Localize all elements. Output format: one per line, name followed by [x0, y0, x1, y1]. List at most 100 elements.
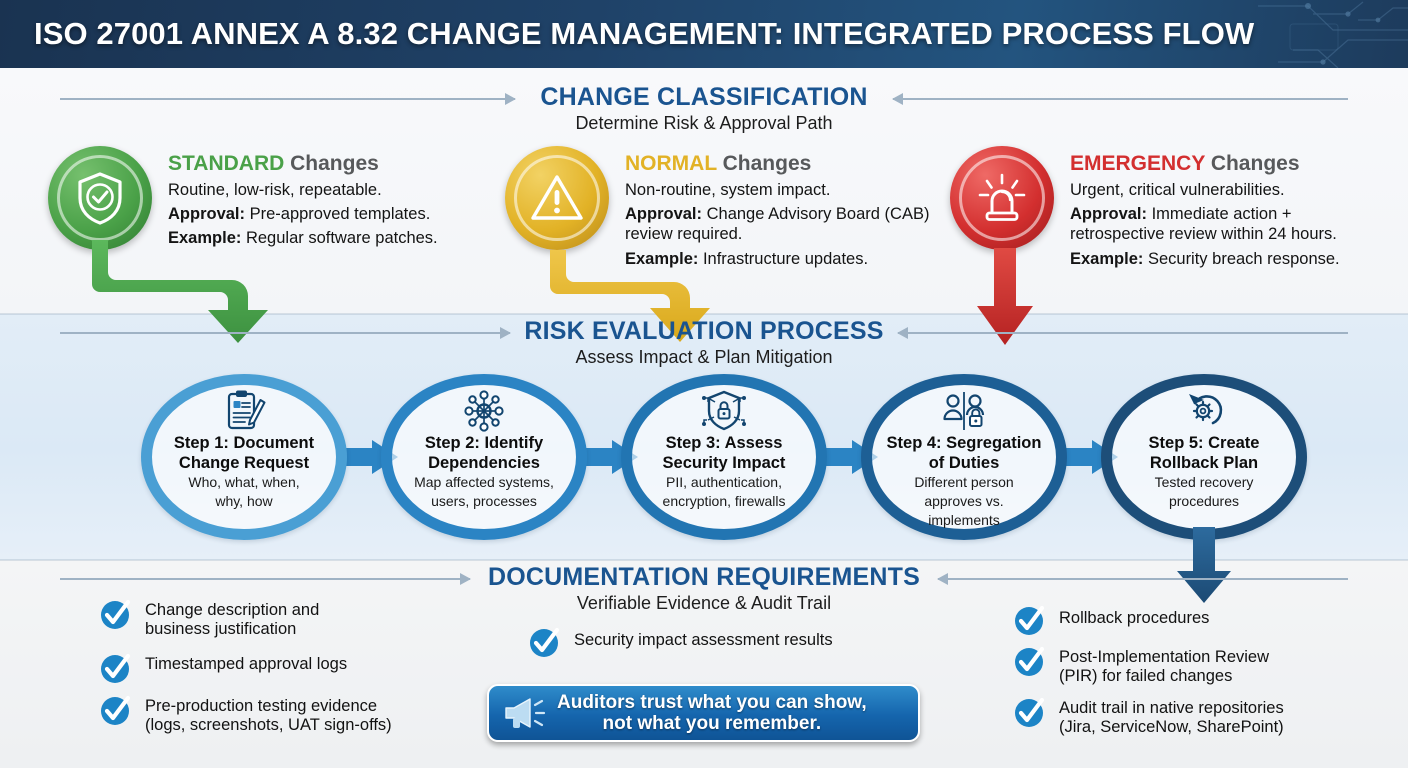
normal-type-suffix: Changes — [716, 152, 812, 175]
doc-left-1-line1: Change description and — [145, 601, 320, 619]
normal-title: NORMAL Changes — [625, 152, 945, 176]
standard-title: STANDARD Changes — [168, 152, 488, 176]
step-connector-bar-2 — [584, 448, 614, 466]
step-2-title-line1: Step 2: Identify — [424, 434, 544, 452]
process-step-4[interactable]: Step 4: Segregation of Duties Different … — [861, 374, 1067, 540]
emergency-title: EMERGENCY Changes — [1070, 152, 1390, 176]
process-step-2[interactable]: Step 2: Identify Dependencies Map affect… — [381, 374, 587, 540]
step-2-desc-line1: Map affected systems, — [414, 474, 554, 491]
step-5-desc-line1: Tested recovery — [1154, 474, 1254, 491]
doc-item-right-2[interactable]: Post-Implementation Review (PIR) for fai… — [1013, 645, 1373, 687]
emergency-type: EMERGENCY — [1070, 152, 1205, 175]
doc-item-right-1[interactable]: Rollback procedures — [1013, 604, 1373, 637]
section-arrow-left — [60, 93, 516, 105]
step-2-desc-line2: users, processes — [431, 493, 537, 510]
doc-item-right-2-text: Post-Implementation Review (PIR) for fai… — [1059, 645, 1269, 687]
normal-example: Example: Infrastructure updates. — [625, 249, 945, 269]
page-title: ISO 27001 ANNEX A 8.32 CHANGE MANAGEMENT… — [34, 16, 1255, 51]
callout-line2: not what you remember. — [602, 713, 822, 734]
step-3-title-line1: Step 3: Assess — [665, 434, 783, 452]
section-arrow-left-risk — [60, 327, 511, 339]
rollback-gear-icon — [1181, 390, 1227, 432]
step-1-desc-line1: Who, what, when, — [188, 474, 300, 491]
step-connector-bar-1 — [344, 448, 374, 466]
step-4-title-line1: Step 4: Segregation — [886, 434, 1042, 452]
section-header-risk: RISK EVALUATION PROCESS Assess Impact & … — [0, 318, 1408, 369]
section-arrow-left-docs — [60, 573, 471, 585]
normal-text-block: NORMAL Changes Non-routine, system impac… — [625, 152, 945, 269]
section-arrow-right — [892, 93, 1348, 105]
standard-badge — [48, 146, 152, 250]
step-3-desc-line1: PII, authentication, — [666, 474, 782, 491]
standard-type-suffix: Changes — [284, 152, 379, 175]
emergency-approval-label: Approval: — [1070, 205, 1148, 224]
check-icon — [1013, 645, 1046, 678]
step-5-title-line1: Step 5: Create — [1148, 434, 1260, 452]
process-step-5[interactable]: Step 5: Create Rollback Plan Tested reco… — [1101, 374, 1307, 540]
shield-lock-circuit-icon — [699, 390, 749, 432]
step-4-desc-line2: approves vs. — [924, 493, 1004, 510]
normal-example-label: Example: — [625, 249, 699, 268]
section-title: CHANGE CLASSIFICATION — [540, 83, 868, 111]
flow-arrow-emergency — [977, 248, 1033, 345]
doc-left-1-line2: business justification — [145, 620, 297, 639]
normal-type: NORMAL — [625, 152, 717, 175]
doc-item-left-2[interactable]: Timestamped approval logs — [99, 652, 489, 685]
step-connector-bar-3 — [824, 448, 854, 466]
step-4-desc-line3: implements — [928, 512, 1000, 529]
emergency-description: Urgent, critical vulnerabilities. — [1070, 181, 1285, 200]
step-1-title-line2: Change Request — [178, 454, 310, 473]
header-circuit-decoration — [1258, 1, 1408, 68]
emergency-example-value: Security breach response. — [1143, 249, 1340, 268]
check-icon — [1013, 604, 1046, 637]
emergency-example-label: Example: — [1070, 249, 1144, 268]
band-classification — [0, 68, 1408, 314]
doc-right-3-line2: (Jira, ServiceNow, SharePoint) — [1059, 718, 1284, 737]
emergency-badge — [950, 146, 1054, 250]
standard-text-block: STANDARD Changes Routine, low-risk, repe… — [168, 152, 488, 249]
standard-example-label: Example: — [168, 229, 242, 248]
doc-right-2-line1: Post-Implementation Review — [1059, 648, 1270, 666]
section-arrow-right-docs — [937, 573, 1348, 585]
check-icon — [99, 652, 132, 685]
step-5-desc-line2: procedures — [1168, 493, 1240, 510]
doc-item-right-3-text: Audit trail in native repositories (Jira… — [1059, 696, 1284, 738]
doc-item-left-1[interactable]: Change description and business justific… — [99, 598, 489, 640]
normal-approval: Approval: Change Advisory Board (CAB) re… — [625, 204, 945, 244]
step-4-desc-line1: Different person — [914, 474, 1014, 491]
two-persons-lock-icon — [939, 390, 989, 432]
check-icon — [99, 694, 132, 727]
process-step-1[interactable]: Step 1: Document Change Request Who, wha… — [141, 374, 347, 540]
step-1-ring — [141, 374, 347, 540]
standard-example: Example: Regular software patches. — [168, 228, 488, 248]
step-3-title-line2: Security Impact — [662, 454, 786, 473]
section-title-docs: DOCUMENTATION REQUIREMENTS — [487, 563, 921, 591]
step-1-title-line1: Step 1: Document — [173, 434, 315, 452]
doc-item-left-3[interactable]: Pre-production testing evidence (logs, s… — [99, 694, 499, 736]
section-subtitle-risk: Assess Impact & Plan Mitigation — [575, 347, 833, 367]
flow-arrow-normal — [550, 250, 710, 342]
band-separator-2 — [0, 559, 1408, 561]
standard-example-value: Regular software patches. — [241, 229, 438, 248]
flow-arrow-standard — [92, 240, 268, 343]
check-icon — [528, 626, 561, 659]
standard-approval-value: Pre-approved templates. — [245, 205, 431, 224]
section-subtitle: Determine Risk & Approval Path — [575, 113, 833, 133]
normal-approval-value: Change Advisory Board (CAB) review requi… — [625, 205, 930, 244]
standard-type: STANDARD — [168, 152, 285, 175]
doc-right-3-line1: Audit trail in native repositories — [1059, 699, 1284, 717]
doc-left-3-line2: (logs, screenshots, UAT sign-offs) — [145, 716, 392, 735]
doc-item-left-3-text: Pre-production testing evidence (logs, s… — [145, 694, 392, 736]
standard-approval-label: Approval: — [168, 205, 246, 224]
doc-item-right-3[interactable]: Audit trail in native repositories (Jira… — [1013, 696, 1383, 738]
section-header-classification: CHANGE CLASSIFICATION Determine Risk & A… — [0, 84, 1408, 135]
page-header: ISO 27001 ANNEX A 8.32 CHANGE MANAGEMENT… — [0, 0, 1408, 68]
step-connector-bar-4 — [1064, 448, 1094, 466]
callout-banner[interactable]: Auditors trust what you can show, not wh… — [487, 684, 920, 742]
doc-item-left-1-text: Change description and business justific… — [145, 598, 319, 640]
process-step-3[interactable]: Step 3: Assess Security Impact PII, auth… — [621, 374, 827, 540]
clipboard-pencil-icon — [221, 390, 267, 432]
normal-approval-label: Approval: — [625, 205, 703, 224]
doc-item-center-1[interactable]: Security impact assessment results — [528, 626, 908, 659]
doc-center-1-line1: Security impact assessment results — [574, 631, 833, 649]
